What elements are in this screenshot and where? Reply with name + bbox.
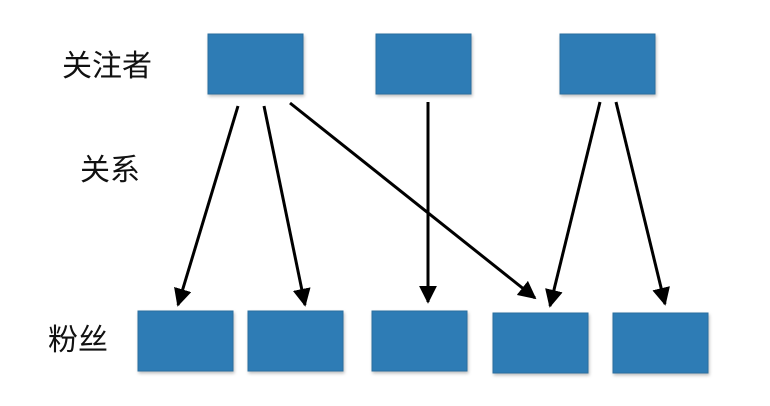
- followers-label: 关注者: [62, 49, 152, 84]
- fan-node-n4: [492, 312, 589, 374]
- edge-f3-to-n5: [614, 101, 670, 306]
- nodes-layer: [137, 33, 709, 374]
- fan-node-n3: [371, 310, 468, 372]
- edge-f1-to-n2: [262, 105, 311, 307]
- edge-f1-to-n4: [289, 101, 537, 300]
- follower-node-f1: [207, 33, 304, 95]
- follower-node-f3: [559, 33, 656, 95]
- fan-node-n2: [247, 310, 344, 372]
- edge-f3-to-n4: [545, 101, 602, 308]
- follower-node-f2: [375, 33, 472, 95]
- edges-layer: [174, 101, 670, 308]
- fans-label: 粉丝: [48, 323, 108, 358]
- relation-label: 关系: [80, 153, 140, 188]
- fan-node-n1: [137, 310, 234, 372]
- fan-node-n5: [612, 312, 709, 374]
- edge-f1-to-n1: [174, 105, 240, 307]
